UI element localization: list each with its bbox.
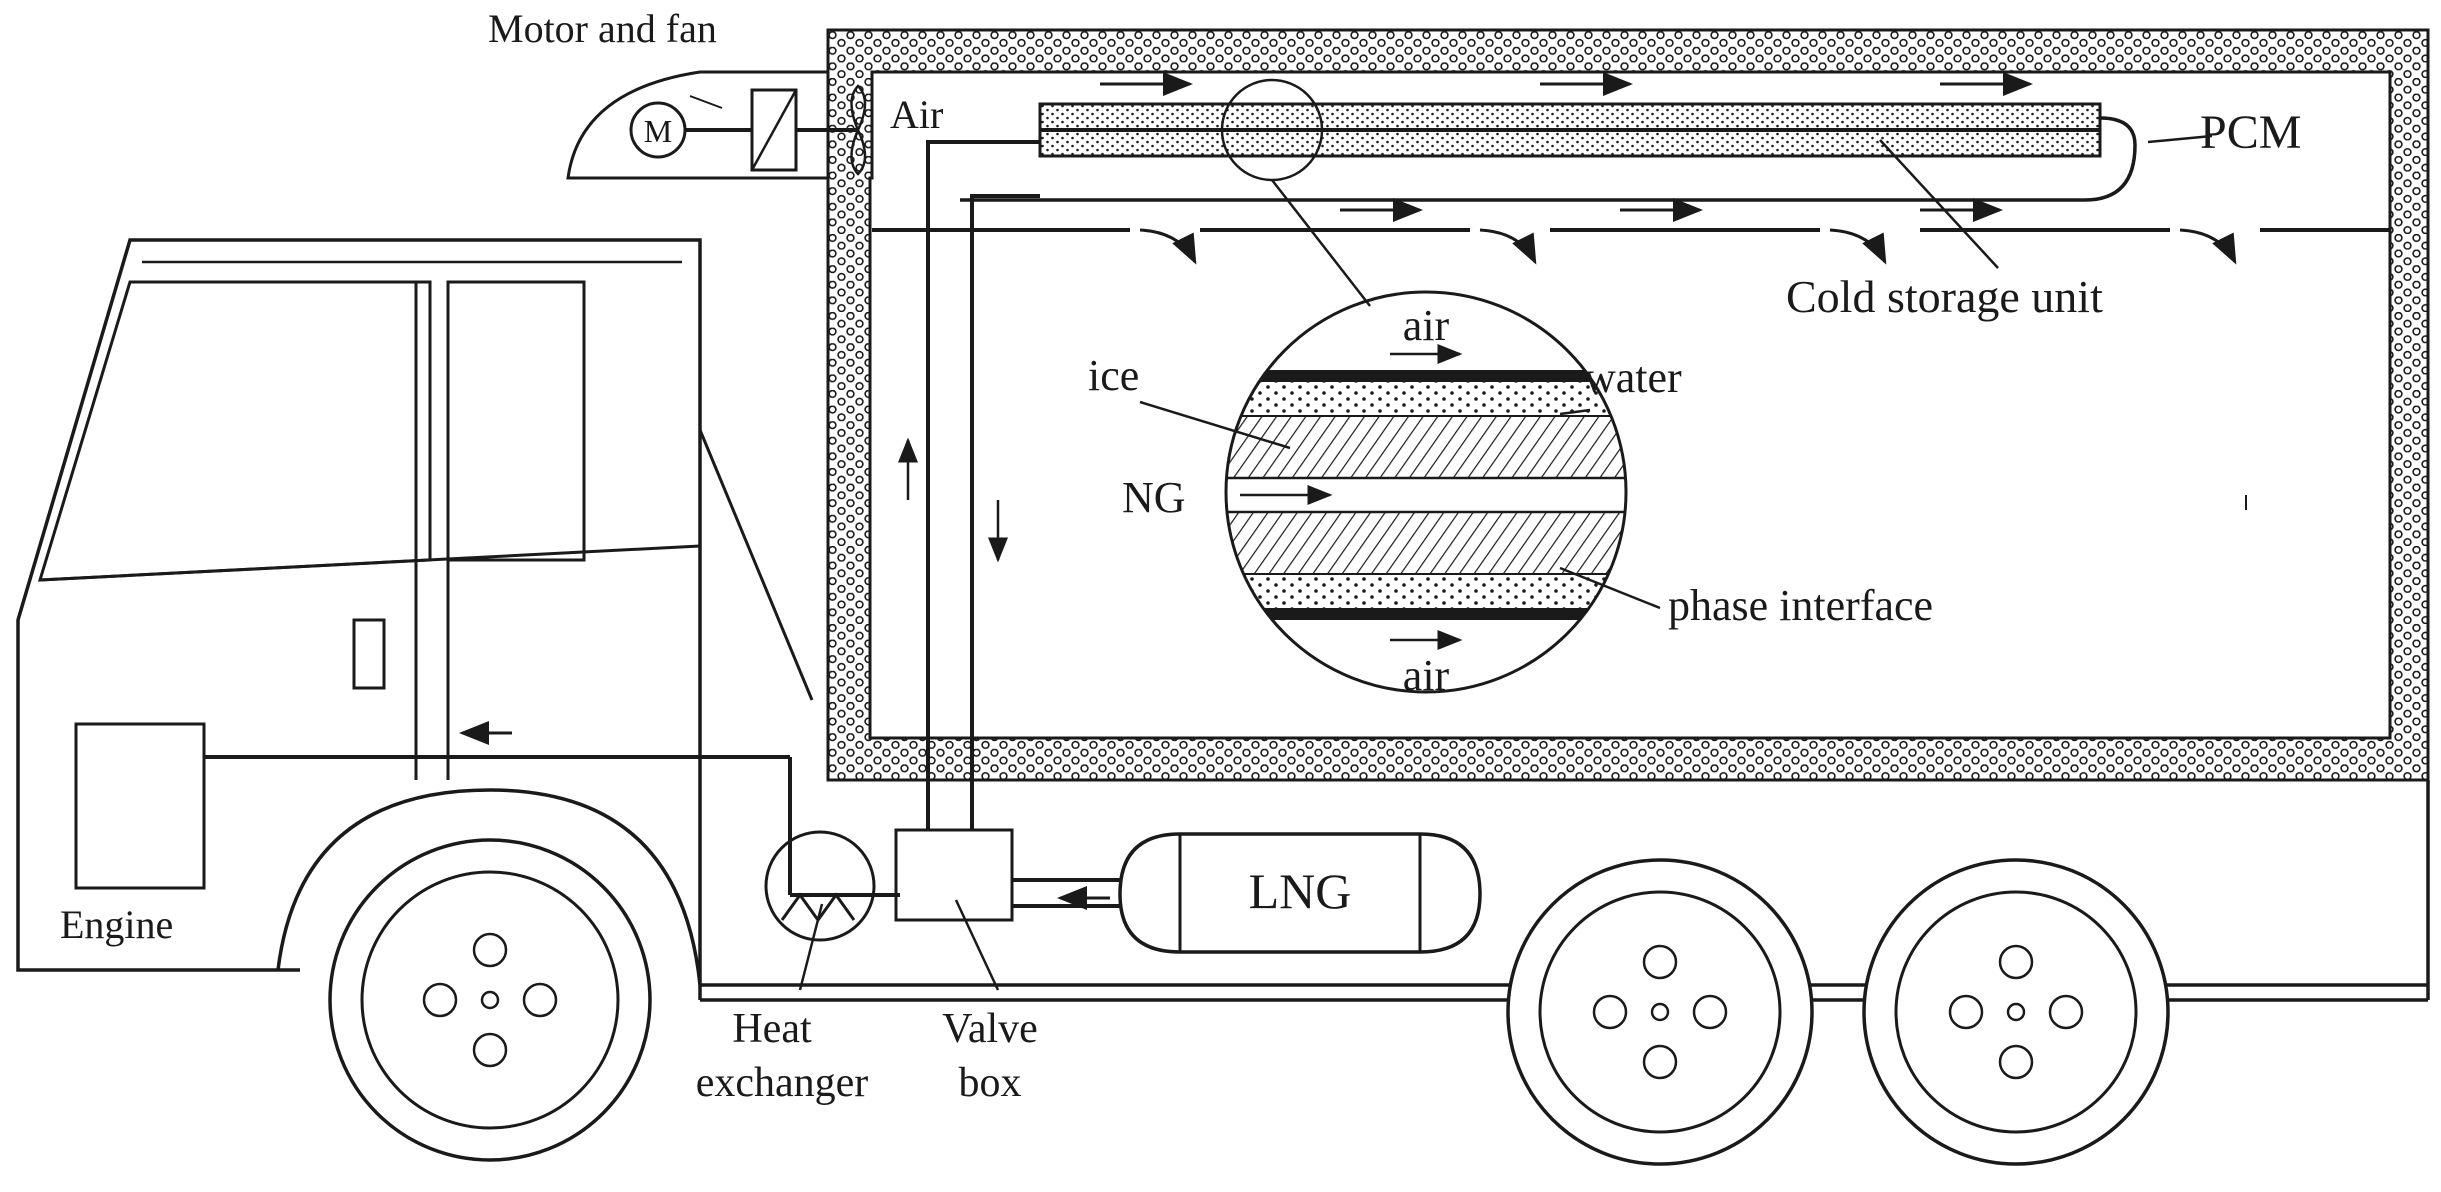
rear-wheel-1: [1506, 858, 1814, 1166]
rear-wheel-2: [1862, 858, 2170, 1166]
front-wheel: [328, 838, 652, 1162]
valve-box: [894, 828, 1014, 922]
valve-box-label-line1: Valve: [942, 1006, 1038, 1052]
valve-box-leader-line: [954, 899, 1000, 991]
filter-box: [750, 88, 798, 172]
cold-storage-leader-line: [1879, 139, 1999, 269]
air-flow-arrows: [1100, 72, 2033, 222]
motor-and-fan-unit: M: [566, 70, 867, 180]
air-inlet-label: Air: [890, 92, 943, 137]
cold-storage-unit: [960, 78, 2137, 307]
heat-exchanger: [764, 830, 876, 991]
motor-leader-line: [689, 95, 723, 109]
fan-icon: [850, 84, 867, 176]
phase-interface-label: phase interface: [1668, 581, 1933, 630]
engine-label: Engine: [60, 902, 173, 947]
cab-side-window: [446, 280, 586, 562]
ice-leader-line: [1139, 400, 1291, 450]
cold-storage-unit-label: Cold storage unit: [1786, 271, 2103, 322]
motor-symbol: M: [644, 113, 672, 149]
water-leader-line: [1559, 408, 1591, 416]
cab-windshield: [37, 280, 432, 582]
motor-and-fan-label: Motor and fan: [488, 6, 717, 51]
air-bottom-label: air: [1403, 651, 1450, 700]
lng-tank: [1118, 832, 1482, 954]
water-label: water: [1584, 353, 1682, 402]
ice-label: ice: [1088, 351, 1139, 400]
ng-label: NG: [1122, 473, 1186, 522]
heat-exchanger-label-line2: exchanger: [696, 1060, 869, 1106]
air-duct: [872, 228, 2390, 265]
valve-box-label-line2: box: [959, 1060, 1022, 1106]
door-handle: [352, 618, 386, 690]
ng-piping: [788, 140, 1120, 910]
pcm-label: PCM: [2200, 106, 2301, 159]
air-top-label: air: [1403, 301, 1450, 350]
engine-block: [74, 722, 206, 890]
heat-exchanger-label-line1: Heat: [732, 1006, 812, 1052]
pcm-leader-line: [2147, 134, 2213, 144]
lng-label: LNG: [1249, 863, 1352, 919]
magnified-pcm-section: [1224, 290, 1628, 694]
phase-interface-leader-line: [1559, 566, 1661, 610]
